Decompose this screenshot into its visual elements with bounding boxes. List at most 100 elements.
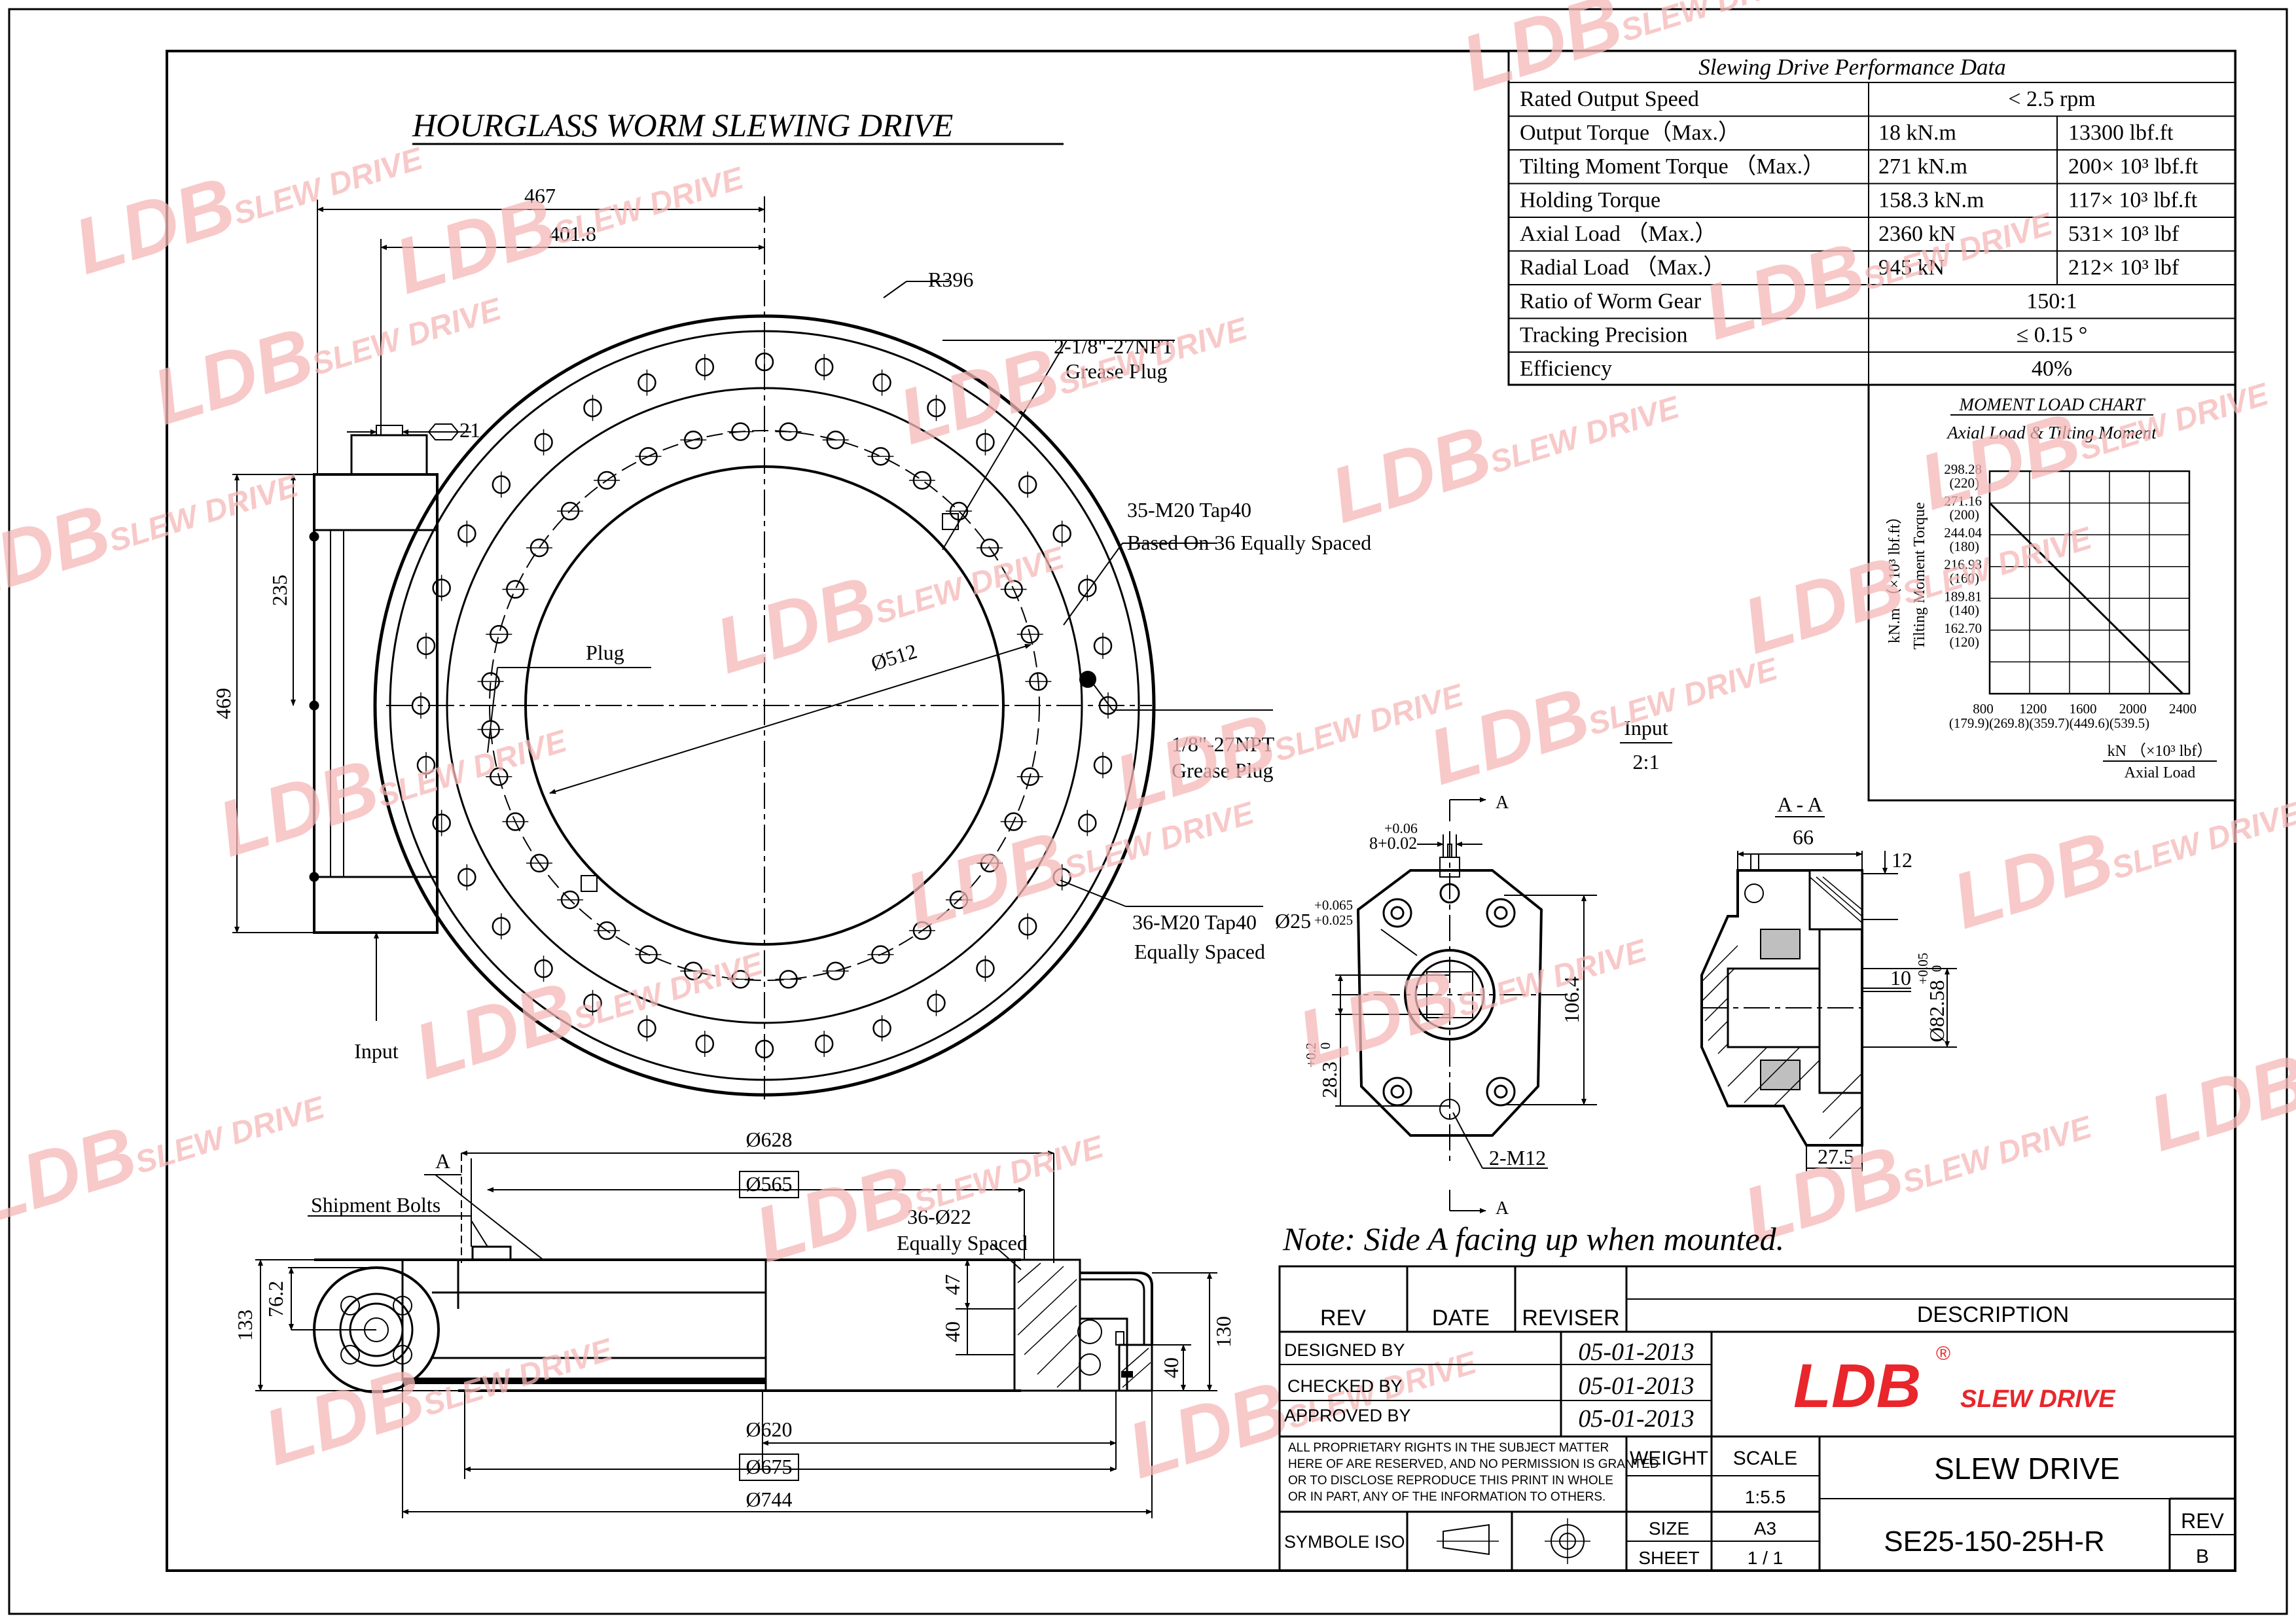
dim-106: 106.4	[1560, 976, 1583, 1024]
dia-565: Ø565	[745, 1172, 792, 1196]
section-a-top: A	[1496, 793, 1509, 813]
watermark-tagline: SLEW DRIVE	[105, 469, 304, 560]
moment-y-tick: 271.16	[1944, 493, 1982, 509]
tb-date-header: DATE	[1432, 1306, 1490, 1330]
title-block-text: REV DATE REVISER DESCRIPTION DESIGNED BY…	[1284, 1302, 2225, 1568]
tb-proprietary-1: ALL PROPRIETARY RIGHTS IN THE SUBJECT MA…	[1288, 1441, 1609, 1455]
mounting-note: Note: Side A facing up when mounted.	[1282, 1221, 1784, 1257]
perf-metric: 18 kN.m	[1878, 121, 1956, 145]
tb-scale-value: 1:5.5	[1745, 1487, 1785, 1507]
perf-metric: 158.3 kN.m	[1878, 188, 1984, 213]
moment-y-tick: 162.70	[1944, 620, 1982, 636]
perf-metric: 271 kN.m	[1878, 154, 1967, 179]
moment-chart-ylabel-2: kN.m （×10³ lbf.ft）	[1886, 508, 1903, 643]
holes-label-b: Equally Spaced	[897, 1231, 1028, 1255]
perf-imperial: 117× 10³ lbf.ft	[2068, 188, 2198, 213]
grease-plug-2b: Grease Plug	[1172, 758, 1274, 782]
tap-1a: 35-M20 Tap40	[1127, 498, 1251, 522]
moment-chart-x-ticks-alt: (179.9)(269.8)(359.7)(449.6)(539.5)	[1949, 715, 2149, 731]
moment-chart-xlabel-1: kN （×10³ lbf）	[2108, 743, 2213, 760]
watermark-tagline: SLEW DRIVE	[230, 141, 428, 232]
worm-housing	[309, 425, 439, 934]
watermark-logo: LDB	[1118, 1364, 1298, 1495]
watermark-tagline: SLEW DRIVE	[132, 1090, 330, 1181]
side-view-labels: A Shipment Bolts Ø628 Ø565 36-Ø22 Equall…	[233, 1128, 1235, 1511]
tb-sheet-label: SHEET	[1638, 1548, 1699, 1568]
tb-weight-label: WEIGHT	[1630, 1448, 1708, 1469]
section-view-labels: A - A 66 12 10 Ø82.58 +0.05 0 27.5	[1775, 793, 1948, 1168]
perf-label: Radial Load （Max.）	[1520, 255, 1725, 280]
grease-plug-marker	[942, 513, 959, 530]
tb-scale-label: SCALE	[1733, 1448, 1797, 1469]
outer-border	[8, 8, 2288, 1615]
dim-27: 27.5	[1818, 1145, 1854, 1168]
moment-x-tick: 800	[1973, 701, 1994, 717]
perf-label: Axial Load （Max.）	[1520, 221, 1717, 246]
watermark-tagline: SLEW DRIVE	[374, 724, 572, 815]
perf-metric: 150:1	[2026, 289, 2077, 313]
dim-40b: 40	[1159, 1357, 1183, 1378]
top-view-dimensions	[232, 200, 1273, 1021]
tol-82a: +0.05	[1915, 953, 1931, 985]
input-view-input: Input	[1624, 716, 1668, 740]
holes-label: 36-Ø22	[907, 1205, 971, 1228]
moment-x-tick: 1600	[2070, 701, 2097, 717]
perf-label: Efficiency	[1520, 357, 1612, 381]
moment-chart-subtitle: Axial Load & Tilting Moment	[1946, 423, 2157, 442]
input-view-ratio: 2:1	[1633, 750, 1660, 774]
perf-metric: < 2.5 rpm	[2008, 87, 2095, 111]
tap-2b: Equally Spaced	[1134, 940, 1265, 963]
dim-133: 133	[233, 1310, 257, 1341]
performance-table: Slewing Drive Performance Data Rated Out…	[1507, 50, 2236, 386]
dim-47: 47	[941, 1274, 964, 1295]
dim-235: 235	[268, 575, 291, 606]
dim-28: 28.3	[1318, 1061, 1341, 1098]
dim-467: 467	[524, 184, 556, 207]
plug-label: Plug	[586, 641, 624, 664]
tb-description-header: DESCRIPTION	[1917, 1302, 2069, 1327]
moment-x-tick: 2000	[2119, 701, 2147, 717]
watermark-logo: LDB	[1288, 952, 1468, 1083]
tb-sheet-value: 1 / 1	[1748, 1548, 1783, 1568]
dim-401: 401.8	[549, 222, 596, 245]
side-label-a: A	[435, 1149, 450, 1173]
side-view	[313, 1245, 1153, 1393]
tol-25b: +0.025	[1314, 912, 1353, 928]
tb-rev-header: REV	[1320, 1306, 1366, 1330]
moment-curve	[1988, 502, 2184, 695]
tb-checked-by: CHECKED BY	[1287, 1376, 1403, 1396]
tb-designed-by: DESIGNED BY	[1284, 1340, 1405, 1360]
dim-76: 76.2	[264, 1281, 287, 1317]
shipment-bolts: Shipment Bolts	[311, 1193, 440, 1217]
section-title: A - A	[1777, 793, 1822, 816]
moment-chart-title: MOMENT LOAD CHART	[1958, 395, 2145, 414]
tol-8b: 8+0.02	[1369, 834, 1417, 853]
tap-2a: 36-M20 Tap40	[1132, 910, 1257, 934]
watermark-tagline: SLEW DRIVE	[550, 161, 749, 252]
input-view-dimensions	[1335, 797, 1597, 1213]
perf-label: Holding Torque	[1520, 188, 1660, 213]
watermark-logo: LDB	[64, 160, 244, 291]
perf-imperial: 212× 10³ lbf	[2068, 256, 2179, 280]
dia-628: Ø628	[745, 1128, 792, 1151]
dim-21: 21	[459, 418, 480, 442]
bolt-label: 2-M12	[1489, 1146, 1546, 1169]
dim-469: 469	[211, 688, 235, 719]
tol-8a: +0.06	[1384, 820, 1418, 836]
moment-y-tick-alt: (120)	[1950, 634, 1980, 650]
perf-label: Tracking Precision	[1520, 323, 1688, 348]
perf-label: Output Torque（Max.）	[1520, 120, 1740, 145]
perf-metric: ≤ 0.15 °	[2017, 323, 2088, 348]
watermark-logo: LDB	[1321, 409, 1501, 540]
tol-28a: +0.2	[1303, 1043, 1319, 1067]
drawing-title: HOURGLASS WORM SLEWING DRIVE	[412, 107, 953, 143]
watermark-logo: LDB	[706, 560, 886, 690]
perf-metric: 2360 kN	[1878, 222, 1956, 246]
moment-y-tick-alt: (160)	[1950, 571, 1980, 586]
tb-date-designed: 05-01-2013	[1578, 1338, 1694, 1366]
watermark-logo: LDB	[2139, 1037, 2296, 1168]
tb-logo-tagline: SLEW DRIVE	[1960, 1385, 2116, 1413]
input-label: Input	[354, 1039, 399, 1063]
tb-proprietary-3: OR TO DISCLOSE REPRODUCE THIS PRINT IN W…	[1288, 1474, 1613, 1488]
tb-product: SLEW DRIVE	[1934, 1452, 2120, 1486]
